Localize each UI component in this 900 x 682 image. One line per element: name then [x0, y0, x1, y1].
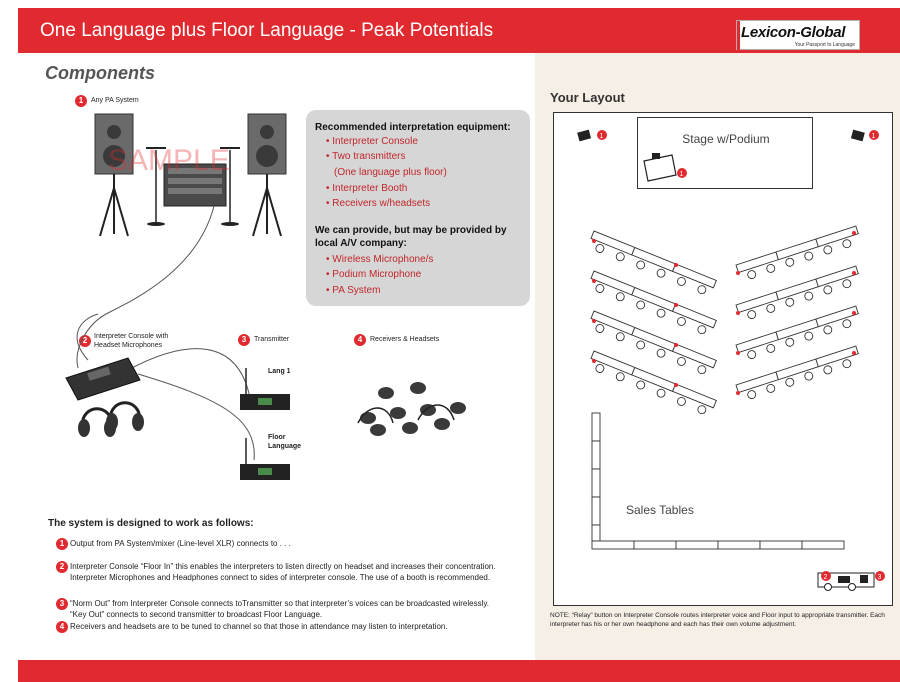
- step-marker-4: 4: [56, 621, 68, 633]
- right-seating-rows: [735, 225, 859, 400]
- rec-item-4: • Interpreter Booth: [326, 183, 408, 194]
- mixer-icon: [163, 163, 227, 207]
- transmitter-1-icon: [240, 368, 290, 410]
- svg-text:1: 1: [680, 171, 684, 178]
- system-step-1: Output from PA System/mixer (Line-level …: [70, 539, 291, 548]
- document-page: One Language plus Floor Language - Peak …: [18, 8, 900, 682]
- logo-tagline: Your Passport to Language: [794, 42, 855, 48]
- component-label-pa: Any PA System: [91, 97, 139, 104]
- stage-label: Stage w/Podium: [682, 132, 770, 146]
- sales-tables-label: Sales Tables: [626, 503, 694, 517]
- marker-2: 2: [79, 335, 91, 347]
- component-label-receivers: Receivers & Headsets: [370, 336, 440, 343]
- logo-swoosh-icon: [737, 21, 747, 51]
- rec-item-3: (One language plus floor): [334, 167, 447, 178]
- footer-bar: [18, 660, 900, 682]
- room-layout-diagram: Stage w/Podium Sales Tables 1 1 1: [553, 112, 893, 606]
- rec-item-6: • Wireless Microphone/s: [326, 254, 434, 265]
- header-bar: One Language plus Floor Language - Peak …: [18, 8, 900, 53]
- layout-note: NOTE: “Relay” button on Interpreter Cons…: [550, 612, 885, 628]
- sample-watermark: SAMPLE: [108, 144, 230, 177]
- step-marker-2: 2: [56, 561, 68, 573]
- transmitter-label-lang1: Lang 1: [268, 368, 291, 375]
- transmitter-label-floor: Floor Language: [268, 434, 302, 450]
- step-marker-1: 1: [56, 538, 68, 550]
- svg-text:1: 1: [600, 133, 604, 140]
- system-step-3: “Norm Out” from Interpreter Console conn…: [70, 599, 489, 608]
- transmitter-2-icon: [240, 438, 290, 480]
- marker-4: 4: [354, 334, 366, 346]
- page-title: One Language plus Floor Language - Peak …: [40, 20, 494, 41]
- components-title: Components: [45, 63, 155, 83]
- rec-item-5: • Receivers w/headsets: [326, 198, 431, 209]
- recommended-equipment-box: [306, 110, 530, 306]
- recommended-heading: Recommended interpretation equipment:: [315, 122, 511, 133]
- svg-text:2: 2: [824, 574, 828, 581]
- receivers-headsets-icon: [357, 382, 466, 436]
- equipment-illustration: SAMPLE: [65, 113, 466, 480]
- system-step-3b: “Key Out” connects to second transmitter…: [70, 610, 323, 619]
- left-speaker-icon: [94, 113, 134, 237]
- component-label-console: Interpreter Console with Headset Microph…: [94, 333, 169, 349]
- step-marker-3: 3: [56, 598, 68, 610]
- system-step-4: Receivers and headsets are to be tuned t…: [70, 622, 448, 631]
- marker-1: 1: [75, 95, 87, 107]
- rec-item-8: • PA System: [326, 285, 381, 296]
- svg-text:3: 3: [878, 574, 882, 581]
- headphones-icon: [78, 401, 144, 437]
- left-seating-rows: [590, 230, 717, 415]
- lexicon-global-logo: Lexicon-Global Your Passport to Language: [736, 20, 860, 51]
- interpreter-console-icon: [65, 357, 141, 401]
- svg-text:1: 1: [872, 133, 876, 140]
- interpreter-booth-icon: 2 3: [817, 571, 885, 591]
- rec-item-2: • Two transmitters: [326, 151, 406, 162]
- receiver-markers: [592, 231, 856, 395]
- recommended-heading-2: We can provide, but may be provided by l…: [315, 225, 507, 249]
- system-step-2: Interpreter Console “Floor In” this enab…: [70, 562, 496, 571]
- logo-text: Lexicon-Global: [741, 24, 846, 41]
- marker-3: 3: [238, 334, 250, 346]
- room-layout-drawing: 1 1 1: [577, 129, 885, 591]
- mic-stand-icon: [146, 147, 240, 226]
- podium-icon: 1: [643, 153, 687, 182]
- sales-tables: [591, 412, 845, 550]
- component-label-transmitter: Transmitter: [254, 336, 290, 343]
- system-title: The system is designed to work as follow…: [48, 518, 254, 529]
- right-speaker-icon: [247, 113, 287, 237]
- rec-item-1: • Interpreter Console: [326, 136, 418, 147]
- speaker-left-icon: 1: [577, 129, 607, 142]
- speaker-right-icon: 1: [850, 129, 879, 142]
- layout-title: Your Layout: [550, 90, 625, 105]
- rec-item-7: • Podium Microphone: [326, 269, 422, 280]
- system-step-2b: Interpreter Microphones and Headphones c…: [70, 573, 491, 582]
